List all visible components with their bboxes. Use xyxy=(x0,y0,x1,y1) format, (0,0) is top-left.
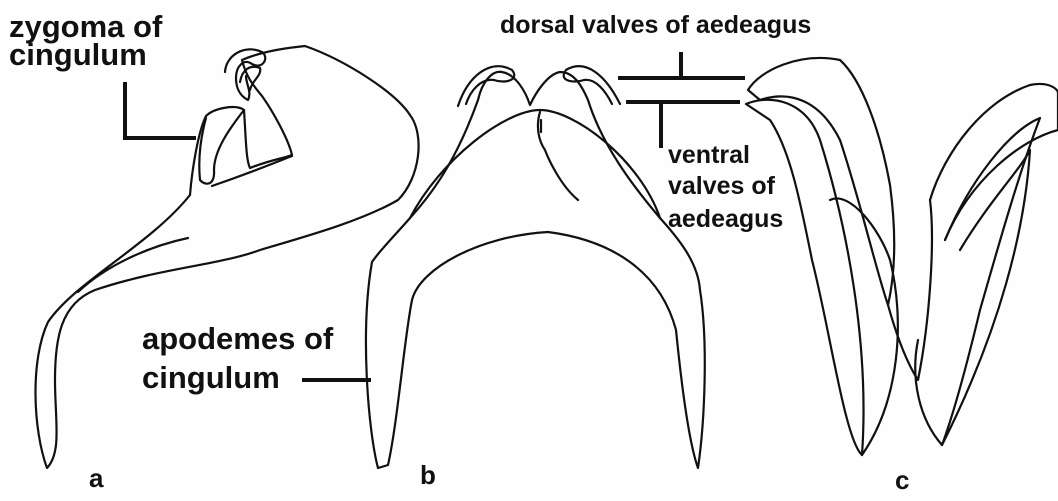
dorsal-valves-leader xyxy=(618,52,745,78)
zygoma-label-line2: cingulum xyxy=(9,39,147,71)
panel-a-drawing xyxy=(35,46,418,468)
panel-c-right-dorsal-valve xyxy=(930,84,1058,240)
dorsal-valves-label: dorsal valves of aedeagus xyxy=(500,11,811,40)
panel-letter-b: b xyxy=(420,462,436,488)
panel-c-right-ventral-valve xyxy=(915,118,1040,445)
apodemes-label-line2: cingulum xyxy=(142,362,280,394)
ventral-valves-label-line2: valves of xyxy=(668,172,775,201)
panel-a-cingulum-outline xyxy=(35,46,418,468)
panel-c-drawing xyxy=(746,58,1058,455)
ventral-valves-label-line1: ventral xyxy=(668,141,750,170)
panel-b-right-hook xyxy=(564,66,620,104)
panel-b-median-crest xyxy=(538,112,578,200)
panel-a-zygoma xyxy=(199,110,244,184)
panel-a-inner-fold xyxy=(212,156,292,186)
apodemes-label-line1: apodemes of xyxy=(142,323,333,355)
panel-a-apodeme-ridge xyxy=(78,238,188,292)
panel-c-left-ventral-valve xyxy=(746,100,864,455)
panel-letter-a: a xyxy=(89,465,103,491)
panel-b-zygoma-arch xyxy=(410,110,660,218)
panel-letter-c: c xyxy=(895,467,909,493)
zygoma-leader xyxy=(125,82,196,138)
ventral-valves-label-line3: aedeagus xyxy=(668,205,783,234)
